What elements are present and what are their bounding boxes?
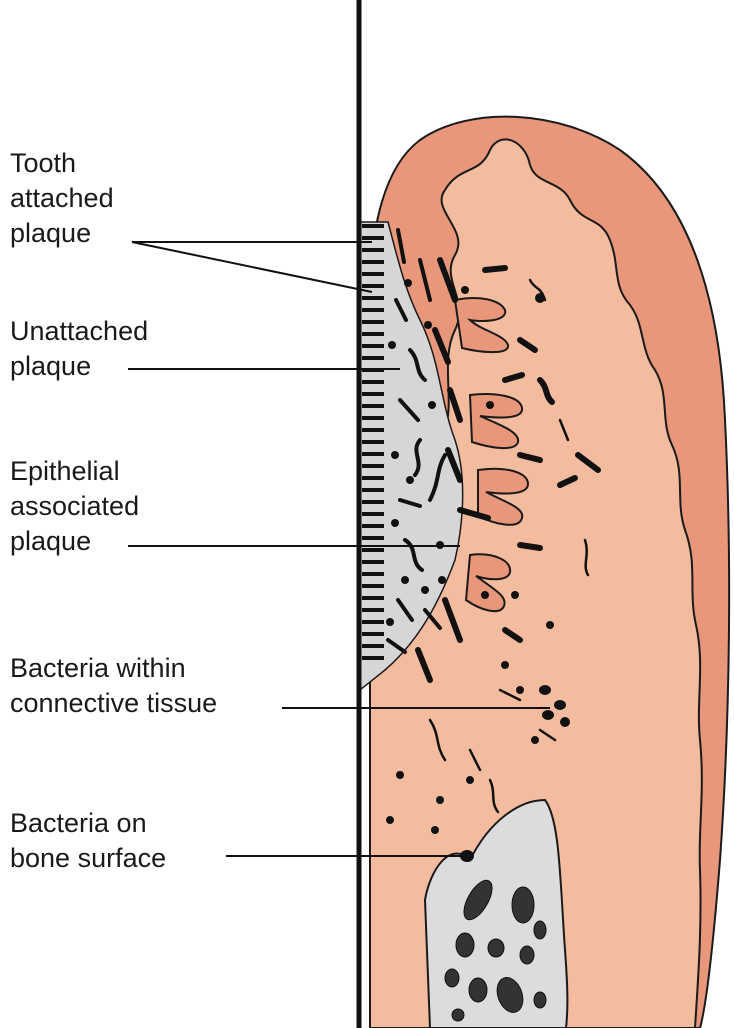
bone-surface-bacterium (460, 850, 474, 862)
leader-line-tooth-attached-2 (132, 242, 372, 292)
